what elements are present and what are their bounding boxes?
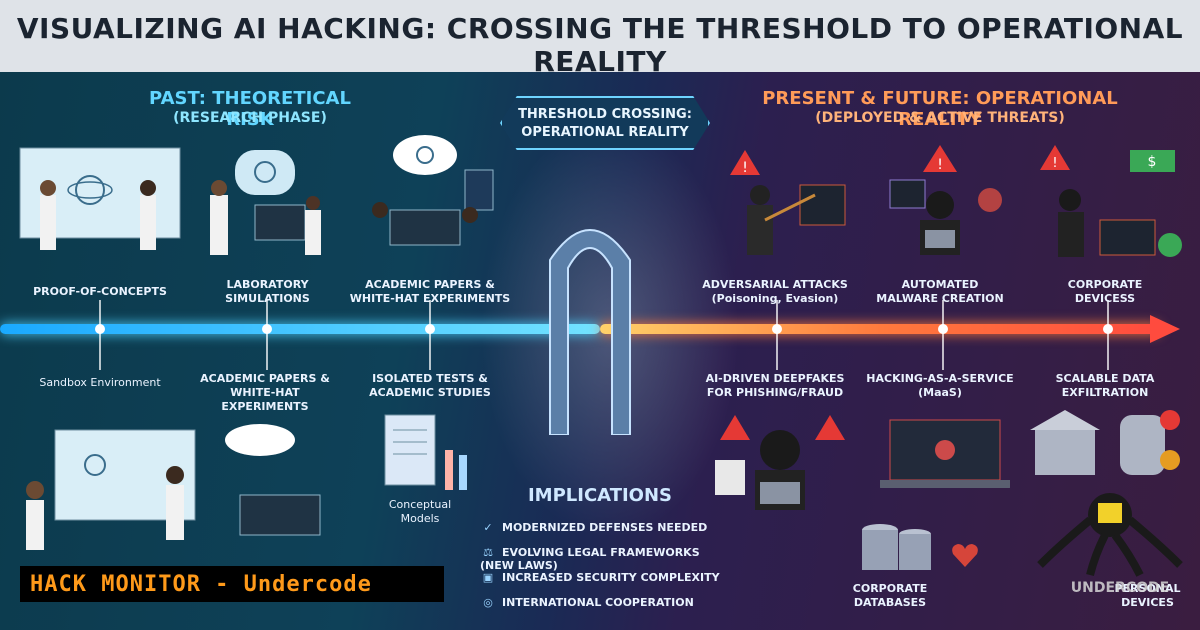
label-hacking-as-a-service: HACKING-AS-A-SERVICE (MaaS) xyxy=(866,372,1014,399)
connector xyxy=(266,300,268,370)
scene-corporate-devices: ! $ xyxy=(1020,140,1190,270)
label-conceptual-models: Conceptual Models xyxy=(388,498,452,525)
label-laboratory-simulations: LABORATORY SIMULATIONS xyxy=(225,278,310,305)
scene-whiteboard xyxy=(15,420,375,560)
scene-adversarial-attacks: ! xyxy=(705,140,860,270)
globe-icon: ◎ xyxy=(483,596,493,609)
scene-laboratory xyxy=(195,140,345,275)
threshold-line2: OPERATIONAL REALITY xyxy=(521,125,689,140)
label-proof-of-concepts: PROOF-OF-CONCEPTS xyxy=(33,285,167,298)
connector xyxy=(99,300,101,370)
label-data-exfiltration: SCALABLE DATA EXFILTRATION xyxy=(1055,372,1155,399)
lock-icon: ▣ xyxy=(482,571,494,584)
scales-icon: ⚖ xyxy=(483,546,493,559)
hack-monitor-text: HACK MONITOR - Undercode xyxy=(30,572,372,597)
threshold-arch xyxy=(540,200,640,436)
label-corporate-devicess: CORPORATE DEVICESS xyxy=(1067,278,1143,305)
label-academic-papers-bottom: ACADEMIC PAPERS & WHITE-HAT EXPERIMENTS xyxy=(200,372,330,413)
connector xyxy=(1107,300,1109,370)
past-heading: PAST: THEORETICAL RISK xyxy=(149,88,351,130)
connector xyxy=(776,300,778,370)
label-adversarial-attacks: ADVERSARIAL ATTACKS (Poisoning, Evasion) xyxy=(702,278,848,305)
connector xyxy=(429,300,431,370)
implication-item: ✓MODERNIZED DEFENSES NEEDED xyxy=(480,521,720,534)
hack-monitor-banner: HACK MONITOR - Undercode xyxy=(20,566,444,602)
label-sandbox-environment: Sandbox Environment xyxy=(39,376,161,389)
label-personal-devices: PERSONAL DEVICES xyxy=(1114,582,1181,609)
shield-check-icon: ✓ xyxy=(483,521,493,534)
timeline-future xyxy=(600,324,1160,334)
implication-item: ▣INCREASED SECURITY COMPLEXITY xyxy=(480,571,720,584)
scene-deepfakes xyxy=(705,410,855,520)
implication-item: ⚖EVOLVING LEGAL FRAMEWORKS (NEW LAWS) xyxy=(480,546,700,572)
future-heading: PRESENT & FUTURE: OPERATIONAL REALITY xyxy=(762,88,1118,130)
future-subheading: (DEPLOYED & ACTIVE THREATS) xyxy=(815,110,1065,126)
timeline-arrowhead xyxy=(1150,315,1180,343)
implications-title: IMPLICATIONS xyxy=(527,485,673,506)
connector xyxy=(942,300,944,370)
label-academic-papers-top: ACADEMIC PAPERS & WHITE-HAT EXPERIMENTS xyxy=(349,278,511,305)
svg-text:!: ! xyxy=(1052,156,1057,171)
past-subheading: (RESEARCH PHASE) xyxy=(173,110,327,126)
scene-academic xyxy=(350,130,500,275)
label-automated-malware: AUTOMATED MALWARE CREATION xyxy=(876,278,1004,305)
scene-hacking-service xyxy=(880,415,1010,495)
implications-panel: IMPLICATIONS ✓MODERNIZED DEFENSES NEEDED… xyxy=(480,485,720,625)
title-bar xyxy=(0,0,1200,72)
implication-item: ◎INTERNATIONAL COOPERATION xyxy=(480,596,720,609)
label-deepfakes: AI-DRIVEN DEEPFAKES FOR PHISHING/FRAUD xyxy=(705,372,845,399)
scene-automated-malware: ! xyxy=(865,140,1015,270)
undercode-watermark: UNDERCODE xyxy=(1070,580,1170,596)
label-corporate-databases: CORPORATE DATABASES xyxy=(852,582,928,609)
scene-conceptual-models xyxy=(375,410,475,500)
scene-infrastructure xyxy=(1010,405,1195,580)
svg-text:!: ! xyxy=(937,157,943,173)
broken-heart-icon xyxy=(950,540,980,570)
threshold-line1: THRESHOLD CROSSING: xyxy=(518,107,692,122)
svg-text:$: $ xyxy=(1148,154,1157,170)
timeline-past xyxy=(0,324,600,334)
scene-proof-of-concepts xyxy=(10,140,190,275)
page-title: VISUALIZING AI HACKING: CROSSING THE THR… xyxy=(16,12,1184,78)
label-isolated-tests: ISOLATED TESTS & ACADEMIC STUDIES xyxy=(369,372,491,399)
scene-corporate-databases xyxy=(855,520,935,580)
svg-text:!: ! xyxy=(742,160,748,176)
threshold-sign: THRESHOLD CROSSING: OPERATIONAL REALITY xyxy=(500,96,710,150)
